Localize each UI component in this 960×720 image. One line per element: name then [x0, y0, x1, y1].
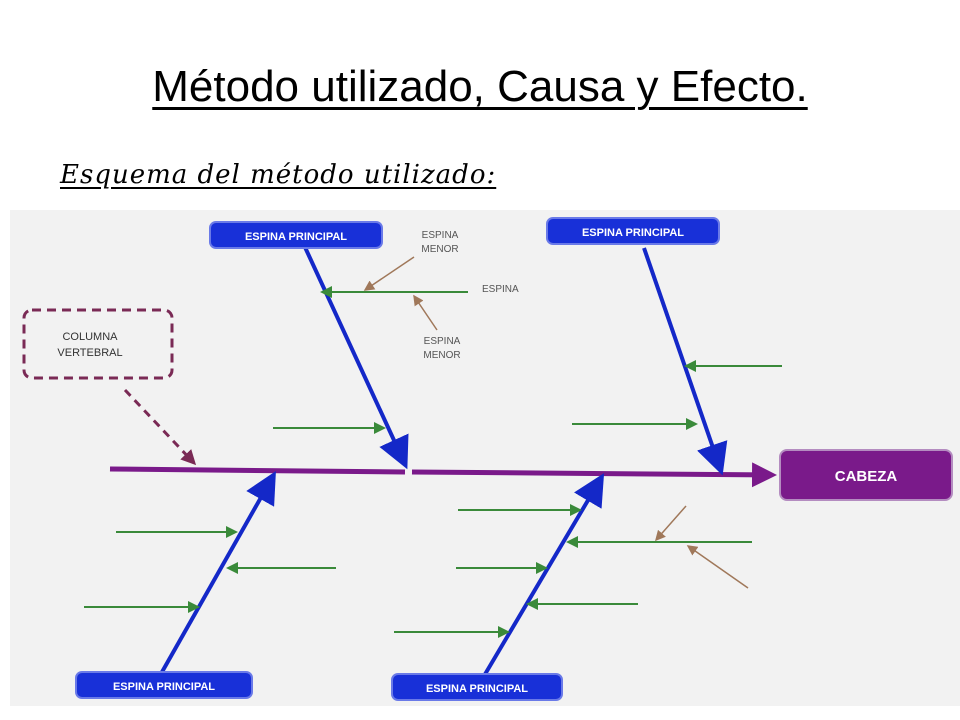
minor-bone-label-bottom-line2: MENOR	[423, 350, 460, 361]
head-box	[779, 449, 953, 501]
main-bone-label-bottom-right: ESPINA PRINCIPAL	[391, 673, 563, 701]
minor-bone-right-2	[686, 545, 749, 589]
main-bone-label-top-left: ESPINA PRINCIPAL	[209, 221, 383, 249]
main-bone-label-text: ESPINA PRINCIPAL	[245, 231, 347, 243]
spine-label-box	[22, 308, 174, 380]
bones	[84, 286, 782, 638]
bone-label: ESPINA	[482, 284, 519, 295]
main-bone-label-bottom-left: ESPINA PRINCIPAL	[75, 671, 253, 699]
head-label: CABEZA	[835, 468, 898, 485]
main-bone-top-right	[642, 247, 728, 476]
main-bone-top-left	[302, 244, 409, 470]
spine-label-line2: VERTEBRAL	[57, 347, 122, 359]
minor-bone-top-1	[363, 256, 415, 291]
main-bone-bottom-left	[160, 471, 276, 673]
main-bone-label-text: ESPINA PRINCIPAL	[113, 681, 215, 693]
minor-bone-right-1	[655, 505, 687, 542]
main-bone-label-top-right: ESPINA PRINCIPAL	[546, 217, 720, 245]
fishbone-diagram: CABEZA COLUMNA VERTEBRAL ESPINA PRINCIPA…	[10, 210, 960, 706]
minor-bone-top-2	[413, 294, 438, 331]
diagram-subtitle: Esquema del método utilizado:	[60, 160, 497, 190]
spine-label-line1: COLUMNA	[62, 331, 118, 343]
spine-line-right	[411, 462, 777, 488]
minor-bone-label-top-line1: ESPINA	[422, 230, 459, 241]
main-bone-label-text: ESPINA PRINCIPAL	[582, 227, 684, 239]
spine-label-arrow	[123, 388, 197, 466]
minor-bones	[363, 256, 749, 589]
spine-line-left	[109, 466, 406, 475]
minor-bone-label-bottom-line1: ESPINA	[424, 336, 461, 347]
main-bone-label-text: ESPINA PRINCIPAL	[426, 683, 528, 695]
minor-bone-label-top-line2: MENOR	[421, 244, 458, 255]
page-title: Método utilizado, Causa y Efecto.	[152, 62, 808, 111]
